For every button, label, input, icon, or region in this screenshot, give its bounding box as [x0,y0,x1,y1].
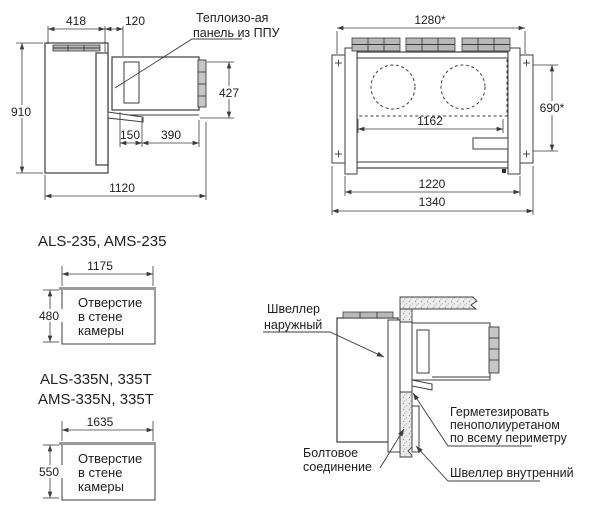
heading-235: ALS-235, AMS-235 [38,233,166,250]
insulation-leader-line [114,38,242,89]
seal-leader [412,392,532,447]
dim-1162: 1162 [357,114,504,133]
insulation-label-line2: панель из ППУ [193,26,280,40]
svg-text:418: 418 [66,14,86,28]
opening-335-rect [61,442,156,501]
top-left-bracket [331,54,346,164]
wall-horizontal [399,296,478,310]
seal-label-1: Герметезировать [450,405,549,419]
svg-text:1120: 1120 [109,181,135,195]
side-drip-tray [107,111,144,123]
side-insulation-panel [95,52,109,166]
dim-120: 120 [105,14,145,56]
top-view: 1280* 690* 1162 1220 1340 [331,13,568,215]
outer-channel [387,319,401,453]
svg-text:550: 550 [39,465,59,479]
side-top-grille [52,44,101,52]
side-fan-cap [197,59,207,108]
opening-335: ALS-335N, 335T AMS-335N, 335T 1635 550 О… [35,371,156,501]
dim-910: 910 [7,42,43,174]
dim-690: 690* [533,64,568,152]
outer-channel-label-1: Швеллер [267,302,320,316]
opening-335-label-1: Отверстие [78,451,142,466]
svg-text:1175: 1175 [87,259,113,273]
heading-335-line1: ALS-335N, 335T [40,371,152,388]
detail-drip-tray [411,379,433,391]
side-evaporator-slot [123,61,140,104]
opening-235: ALS-235, AMS-235 1175 480 Отверстие в ст… [35,233,166,345]
detail-fan-cap [488,326,500,374]
side-view: Теплоизо-ая панель из ППУ 418 120 910 [7,11,280,200]
heading-335-line2: AMS-335N, 335T [38,391,154,408]
fan-deck-outline [356,57,508,117]
top-right-bracket [519,54,534,164]
outer-channel-label-2: наружный [264,318,322,332]
svg-text:1635: 1635 [87,415,114,429]
svg-text:1220: 1220 [419,177,446,191]
opening-235-label-1: Отверстие [78,295,142,310]
opening-335-label-3: камеры [78,479,124,494]
wall-opening-section [399,321,413,393]
fan-circle-left [370,64,416,110]
top-right-leg [507,47,521,175]
svg-text:150: 150 [120,128,140,142]
opening-335-label-2: в стене [78,465,122,480]
nameplate [472,137,509,150]
bolt-label-1: Болтовое [303,446,358,460]
inner-channel [411,405,420,453]
svg-text:1280*: 1280* [414,13,446,27]
top-left-leg [344,47,358,175]
detail-top-grille [342,311,394,319]
outer-channel-leader [263,331,385,358]
svg-text:390: 390 [161,128,181,142]
bolt-leader [379,428,405,469]
dim-1120: 1120 [44,122,207,200]
detail-evaporator-slot [416,329,430,374]
bracket-screw-marks [335,59,530,158]
dim-150-390: 150 390 [119,112,200,147]
fan-circle-right [440,64,486,110]
top-body [356,51,509,169]
mounting-detail: Швеллер наружный Герметезировать пенопол… [263,296,574,482]
dim-1175: 1175 [61,259,154,286]
inner-channel-leader [415,445,540,482]
dim-1340: 1340 [331,166,534,215]
drain-mark [502,169,506,173]
svg-text:427: 427 [219,86,239,100]
svg-text:1162: 1162 [417,114,443,128]
opening-235-label-3: камеры [78,323,124,338]
svg-text:480: 480 [39,309,59,323]
insulation-label-line1: Теплоизо-ая [196,11,268,25]
dim-480: 480 [35,289,63,343]
svg-text:1340: 1340 [419,195,446,209]
dim-1280: 1280* [336,13,526,54]
dim-427: 427 [200,61,244,119]
top-grille-blocks [351,37,511,52]
svg-text:120: 120 [125,14,145,28]
opening-235-label-2: в стене [78,309,122,324]
seal-label-3: по всему периметру [450,431,568,445]
inner-channel-label: Швеллер внутренний [450,466,574,480]
seal-label-2: пенополиуретаном [450,418,560,432]
svg-text:690*: 690* [540,101,565,115]
dim-1635: 1635 [61,415,154,441]
dim-550: 550 [35,444,63,499]
dim-1220: 1220 [344,176,521,196]
bolt-label-2: соединение [303,460,372,474]
svg-text:910: 910 [11,105,31,119]
dim-418: 418 [47,14,106,52]
